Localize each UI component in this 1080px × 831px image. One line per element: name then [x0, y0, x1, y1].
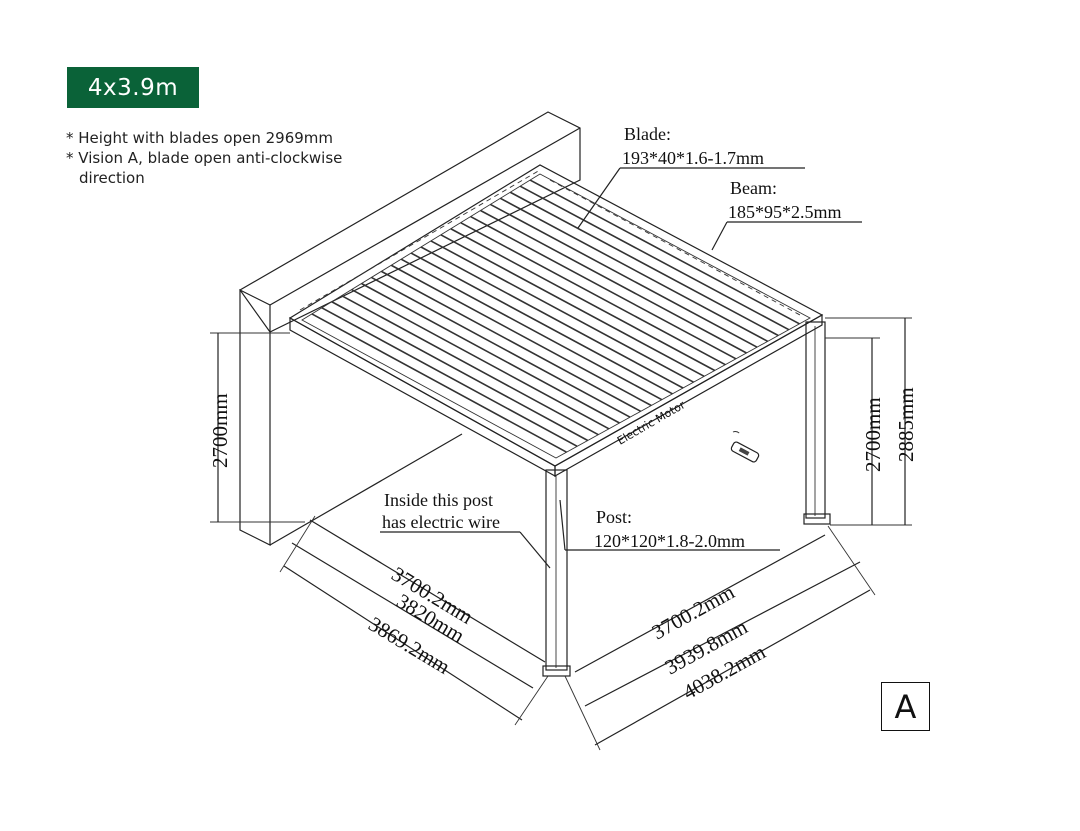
note-vision: * Vision A, blade open anti-clockwise di… [66, 149, 343, 187]
remote-control-icon [730, 431, 760, 463]
blade-line [371, 276, 631, 418]
blade-line [420, 246, 684, 389]
blade-line [321, 307, 578, 448]
blade-line [529, 179, 800, 325]
blade-line [380, 270, 642, 413]
wall [239, 111, 581, 546]
height-dimensions [210, 317, 912, 526]
notes: * Height with blades open 2969mm * Visio… [66, 128, 409, 188]
right-height-dim: 2700mm [861, 397, 885, 472]
wire-note-2: has electric wire [382, 512, 500, 532]
blade-line [470, 215, 737, 360]
blade-line [341, 294, 599, 436]
blade-line [480, 209, 747, 354]
post-spec: 120*120*1.8-2.0mm [594, 531, 745, 551]
blade-line [490, 203, 758, 348]
posts [542, 321, 831, 677]
blade-line [410, 252, 673, 395]
blade-line [311, 313, 567, 453]
left-height-dim: 2700mm [208, 393, 232, 468]
vision-label: A [881, 682, 930, 731]
blade-line [509, 191, 779, 337]
size-badge: 4x3.9m [67, 67, 199, 108]
blade-line [450, 228, 716, 372]
note-height: * Height with blades open 2969mm [66, 129, 334, 147]
plan-dimensions [279, 515, 876, 751]
blade-line [351, 288, 610, 430]
blade-line [400, 258, 663, 401]
blade-line [430, 240, 694, 383]
blade-line [390, 264, 652, 407]
roof [288, 164, 824, 478]
blade-spec: 193*40*1.6-1.7mm [622, 148, 764, 168]
blade-line [460, 221, 726, 366]
blade-line [361, 282, 620, 424]
blade-line [440, 234, 705, 378]
total-height-dim: 2885mm [894, 387, 918, 462]
blade-line [499, 197, 769, 343]
blade-line [331, 301, 589, 442]
wire-note-1: Inside this post [384, 490, 493, 510]
leader-lines [380, 167, 862, 569]
blades [311, 179, 800, 453]
blade-line [519, 185, 790, 331]
blade-title: Blade: [624, 124, 671, 144]
beam-title: Beam: [730, 178, 777, 198]
post-title: Post: [596, 507, 632, 527]
beam-spec: 185*95*2.5mm [728, 202, 842, 222]
